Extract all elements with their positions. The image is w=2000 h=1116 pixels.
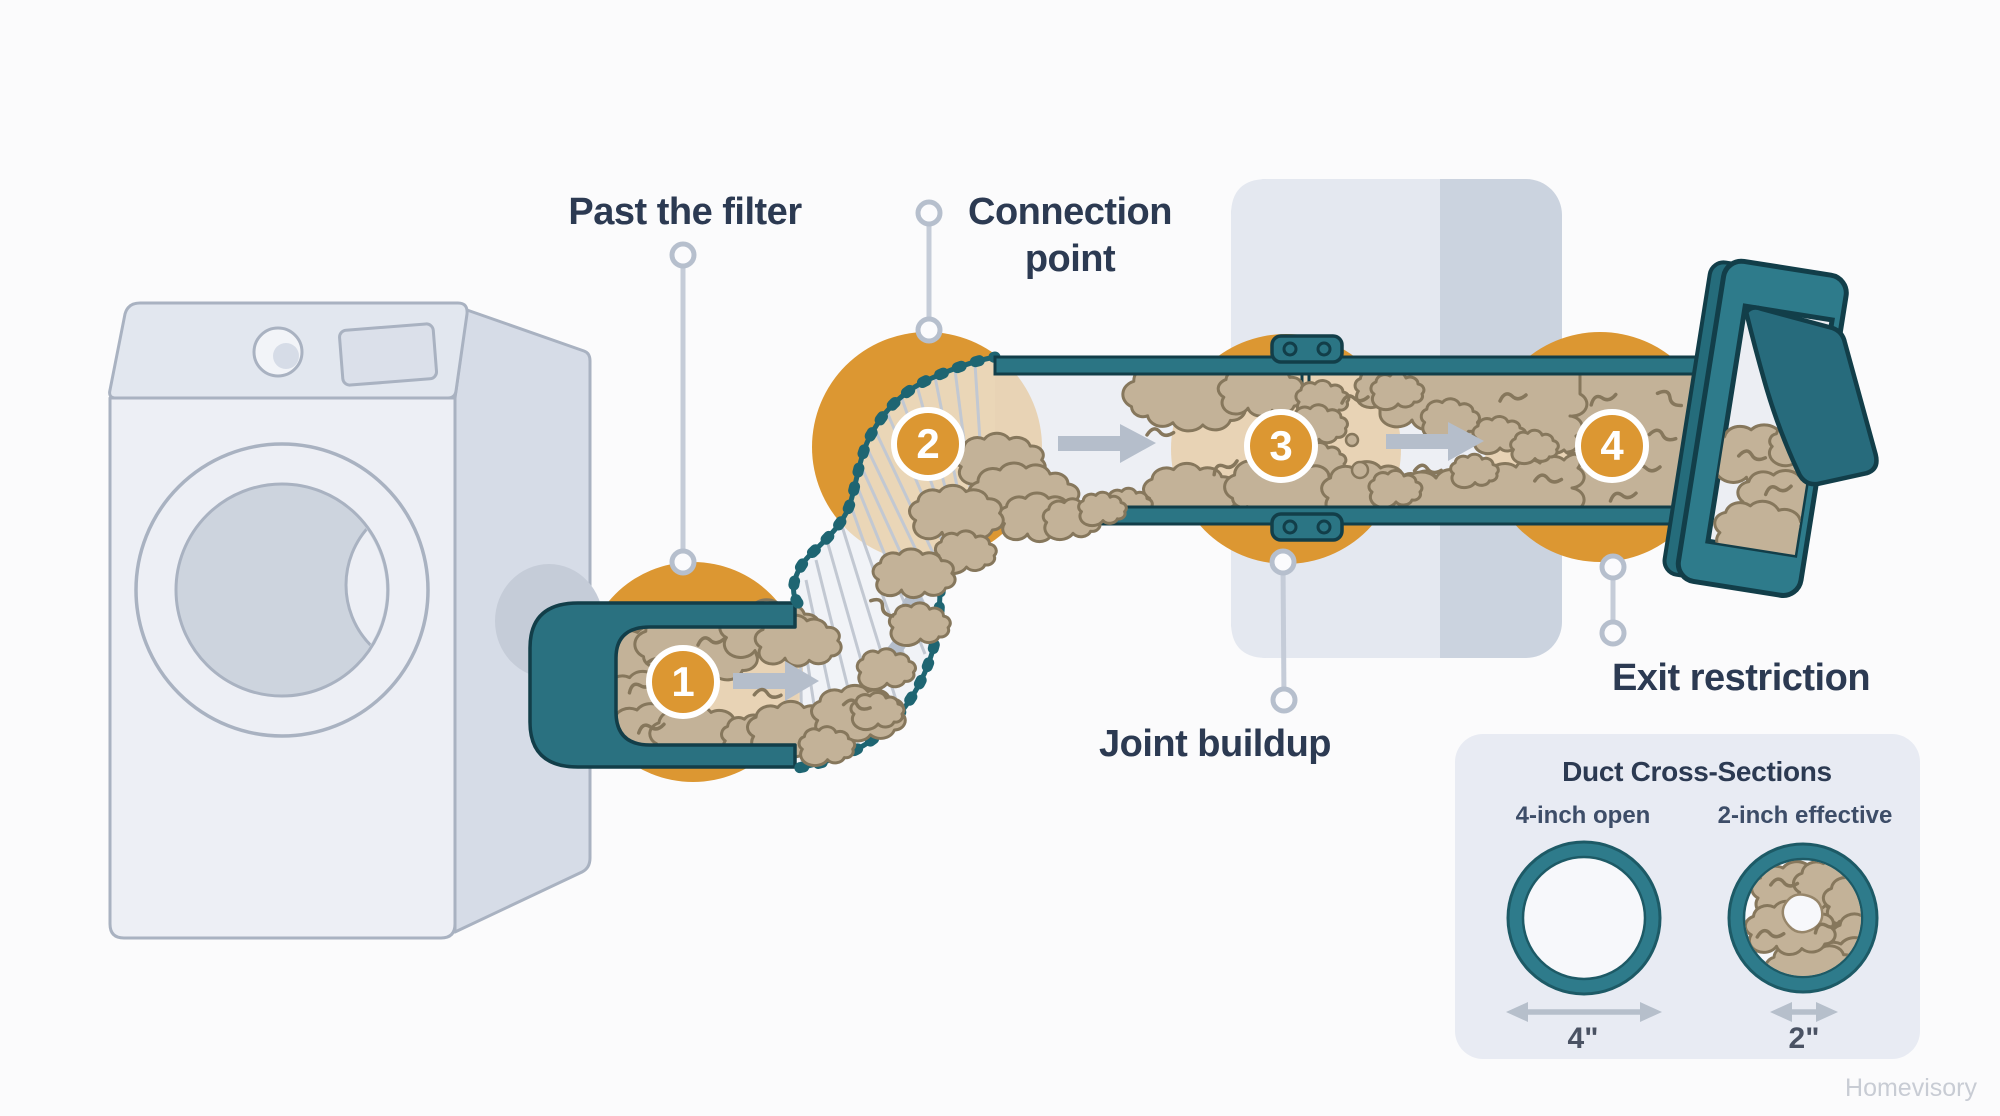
- vent-flap: [1743, 305, 1879, 487]
- dryer-knob-shade: [273, 343, 299, 369]
- cross-section-dimension-4: 4": [1567, 1022, 1599, 1055]
- cross-section-panel: [1455, 734, 1920, 1059]
- cross-section-label-open: 4-inch open: [1515, 802, 1651, 829]
- watermark: Homevisory: [1845, 1074, 1977, 1102]
- vent-hood: [1662, 258, 1879, 598]
- label-connection-point-line1: Connection: [968, 191, 1172, 233]
- label-connection-point-line2: point: [1024, 238, 1116, 280]
- dryer-control-panel: [338, 322, 439, 387]
- dryer-duct-shell: [528, 601, 797, 769]
- dryer-door-glass: [174, 482, 390, 698]
- stage-marker-4: 4: [1575, 409, 1649, 483]
- dimension-arrow-2in: [1770, 1002, 1838, 1022]
- cross-section-dimension-2: 2": [1788, 1022, 1820, 1055]
- dimension-arrow-4in: [1506, 1002, 1662, 1022]
- callout-endpoints: [669, 199, 1627, 714]
- clogged-ring-air-hole: [1781, 893, 1824, 934]
- rigid-duct-top-wall: [993, 355, 1702, 376]
- label-connection-point: Connection point: [948, 189, 1192, 283]
- flow-arrow-1: [733, 661, 819, 701]
- dryer-door-reflection: [344, 497, 386, 673]
- callout-line-joint: [1280, 561, 1287, 701]
- dryer-illustration: [108, 301, 592, 940]
- label-past-filter: Past the filter: [568, 191, 802, 233]
- duct-ring-open: [1506, 840, 1662, 996]
- flow-arrow-2: [1058, 424, 1156, 463]
- duct-joint-plates: [1270, 334, 1344, 542]
- stage-marker-3: 3: [1244, 409, 1318, 483]
- cross-section-label-effective: 2-inch effective: [1717, 802, 1893, 829]
- flex-duct-edge-outer-waves: [788, 351, 1001, 609]
- label-exit-restriction: Exit restriction: [1611, 657, 1871, 699]
- label-joint-buildup: Joint buildup: [1098, 723, 1332, 765]
- flow-arrow-3: [1386, 422, 1484, 461]
- cross-section-title: Duct Cross-Sections: [1562, 756, 1832, 787]
- duct-ring-clogged: [1727, 842, 1879, 994]
- stage-marker-2: 2: [891, 407, 965, 481]
- stage-marker-1: 1: [646, 645, 720, 719]
